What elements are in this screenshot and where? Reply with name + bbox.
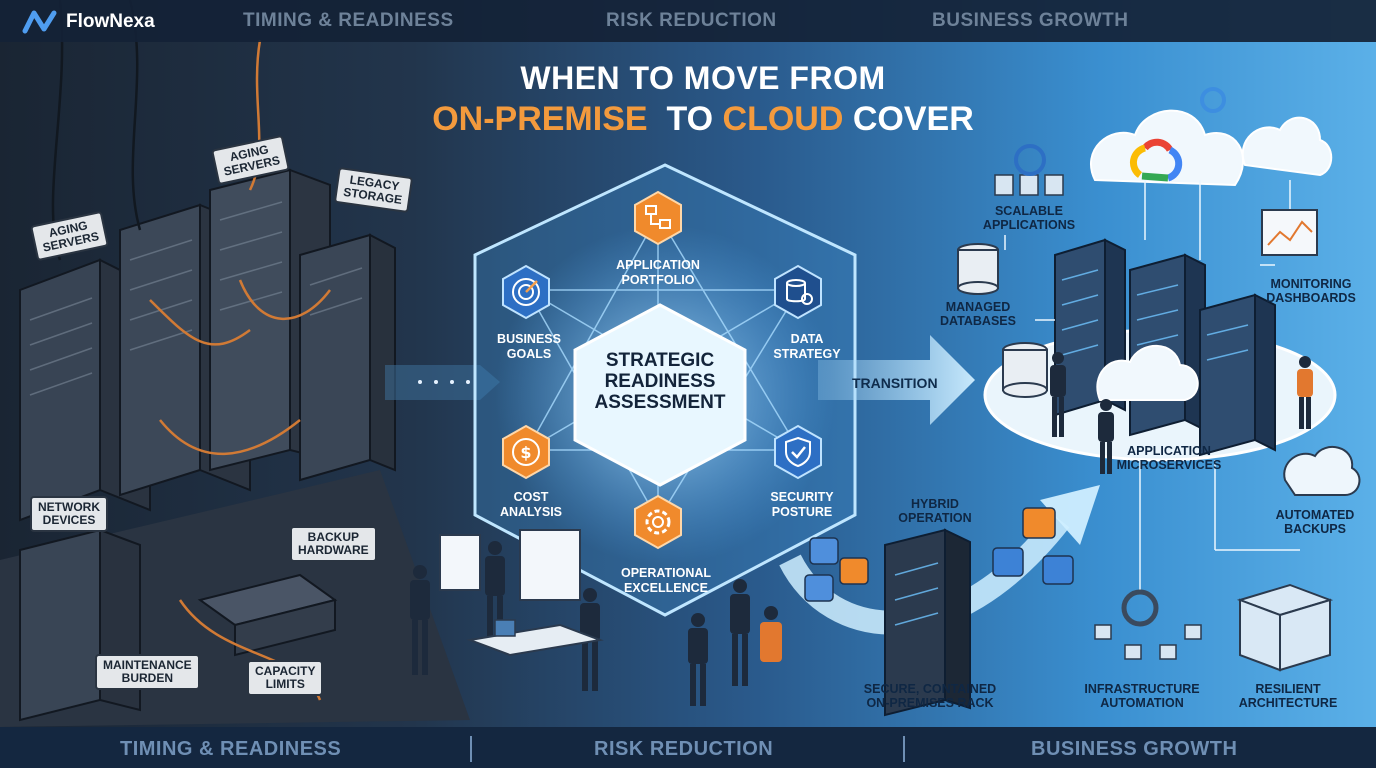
label-aging-servers-1-text: AGING SERVERS — [41, 218, 101, 255]
label-secure-rack: SECURE, CONTAINED ON-PREMISES RACK — [863, 682, 997, 710]
label-managed-databases: MANAGED DATABASES — [940, 300, 1016, 328]
label-scalable-applications: SCALABLE APPLICATIONS — [982, 204, 1076, 232]
flownexa-logo-icon — [22, 10, 57, 34]
shield-check-icon — [774, 424, 822, 480]
node-security-posture[interactable]: SECURITY POSTURE — [770, 490, 834, 519]
label-resilient-architecture: RESILIENT ARCHITECTURE — [1238, 682, 1338, 710]
label-aging-servers-2-text: AGING SERVERS — [222, 142, 282, 179]
title-line-1: WHEN TO MOVE FROM — [520, 60, 886, 96]
title-to: TO — [666, 100, 714, 138]
footer-divider — [470, 736, 472, 762]
server-racks — [19, 168, 396, 722]
footer-divider — [903, 736, 905, 762]
label-infrastructure-automation: INFRASTRUCTURE AUTOMATION — [1084, 682, 1200, 710]
application-portfolio-icon — [634, 190, 682, 246]
brand[interactable]: FlowNexa — [22, 9, 155, 35]
svg-text:$: $ — [520, 443, 531, 462]
node-data-strategy[interactable]: DATA STRATEGY — [773, 332, 841, 361]
title-line-2: ON-PREMISE TO CLOUD COVER — [380, 100, 1026, 139]
node-application-portfolio[interactable]: APPLICATION PORTFOLIO — [616, 258, 700, 287]
top-nav-bar — [0, 0, 1376, 42]
target-icon — [502, 264, 550, 320]
label-application-microservices: APPLICATION MICROSERVICES — [1116, 444, 1222, 472]
label-backup-hardware-text: BACKUP HARDWARE — [298, 530, 369, 557]
footer-risk-reduction[interactable]: RISK REDUCTION — [594, 738, 774, 760]
label-maintenance-burden-text: MAINTENANCE BURDEN — [103, 658, 192, 685]
center-strategic-readiness: STRATEGIC READINESS ASSESSMENT — [594, 350, 726, 413]
label-capacity-limits-text: CAPACITY LIMITS — [255, 664, 316, 691]
title-cover: COVER — [852, 100, 974, 138]
label-backup-hardware: BACKUP HARDWARE — [290, 526, 377, 562]
footer-timing-readiness[interactable]: TIMING & READINESS — [120, 738, 342, 760]
title-on-premise: ON-PREMISE — [432, 100, 648, 138]
gear-icon — [634, 494, 682, 550]
label-network-devices-text: NETWORK DEVICES — [38, 500, 100, 527]
database-gear-icon — [774, 264, 822, 320]
label-legacy-storage-text: LEGACY STORAGE — [342, 172, 403, 207]
label-automated-backups: AUTOMATED BACKUPS — [1275, 508, 1355, 536]
label-capacity-limits: CAPACITY LIMITS — [247, 660, 324, 696]
dollar-coin-icon: $ — [502, 424, 550, 480]
brand-name: FlowNexa — [66, 11, 155, 32]
label-hybrid-operation: HYBRID OPERATION — [898, 497, 972, 525]
title-cloud: CLOUD — [722, 100, 844, 138]
label-network-devices: NETWORK DEVICES — [30, 496, 108, 532]
label-maintenance-burden: MAINTENANCE BURDEN — [95, 654, 200, 690]
nav-timing-readiness[interactable]: TIMING & READINESS — [243, 10, 454, 31]
node-operational-excellence[interactable]: OPERATIONAL EXCELLENCE — [620, 566, 712, 595]
node-cost-analysis[interactable]: COST ANALYSIS — [499, 490, 563, 519]
footer-business-growth[interactable]: BUSINESS GROWTH — [1031, 738, 1238, 760]
nav-business-growth[interactable]: BUSINESS GROWTH — [932, 10, 1129, 31]
node-business-goals[interactable]: BUSINESS GOALS — [497, 332, 561, 361]
nav-risk-reduction[interactable]: RISK REDUCTION — [606, 10, 777, 31]
label-monitoring-dashboards: MONITORING DASHBOARDS — [1266, 277, 1356, 305]
footer-bar — [0, 727, 1376, 768]
transition-label: TRANSITION — [852, 375, 938, 391]
